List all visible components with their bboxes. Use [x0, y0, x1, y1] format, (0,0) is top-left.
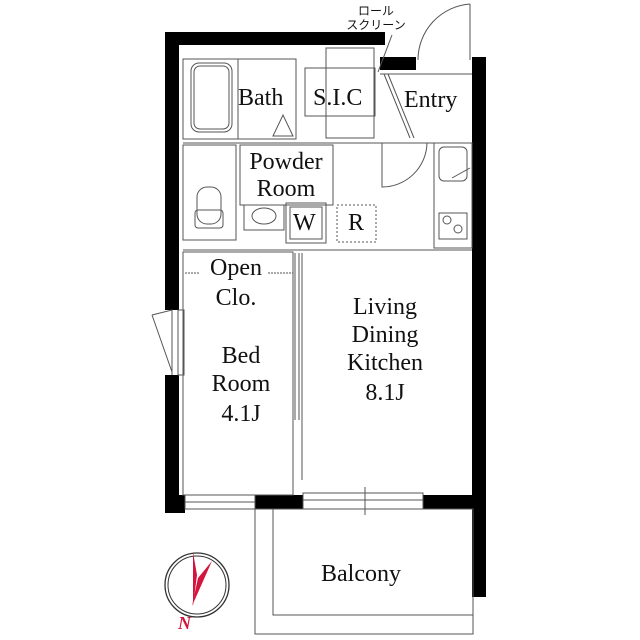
closet-line2: Clo.: [215, 285, 257, 311]
roll-screen-leader: [377, 34, 393, 73]
ldk-line1: Living: [353, 294, 417, 320]
room-label-entry: Entry: [404, 87, 458, 113]
north-label: N: [178, 613, 191, 633]
powder-line1: Powder: [249, 149, 323, 175]
room-label-balcony: Balcony: [321, 561, 401, 587]
exterior-walls: [165, 32, 486, 597]
north-compass-icon: [164, 552, 230, 618]
closet-line1: Open: [210, 255, 262, 281]
ldk-line2: Dining: [351, 322, 419, 348]
roll-screen-line2: スクリーン: [346, 18, 406, 33]
washer-label: W: [293, 210, 316, 236]
room-label-open-closet: Open Clo.: [196, 256, 276, 310]
room-label-sic: S.I.C: [313, 85, 363, 111]
interior-lines: [151, 3, 474, 635]
room-label-bedroom: Bed Room 4.1J: [196, 344, 286, 426]
ldk-line3: Kitchen: [347, 350, 423, 376]
fridge-label: R: [348, 210, 365, 236]
ldk-size: 8.1J: [365, 380, 405, 406]
room-label-ldk: Living Dining Kitchen 8.1J: [330, 295, 440, 405]
roll-screen-label: ロール スクリーン: [336, 4, 416, 33]
bedroom-line1: Bed: [221, 343, 261, 369]
room-label-bath: Bath: [238, 85, 284, 111]
powder-line2: Room: [256, 176, 316, 202]
room-label-powder: Powder Room: [238, 150, 334, 201]
roll-screen-line1: ロール: [357, 4, 394, 18]
bedroom-line2: Room: [211, 371, 271, 397]
bedroom-size: 4.1J: [221, 401, 261, 427]
